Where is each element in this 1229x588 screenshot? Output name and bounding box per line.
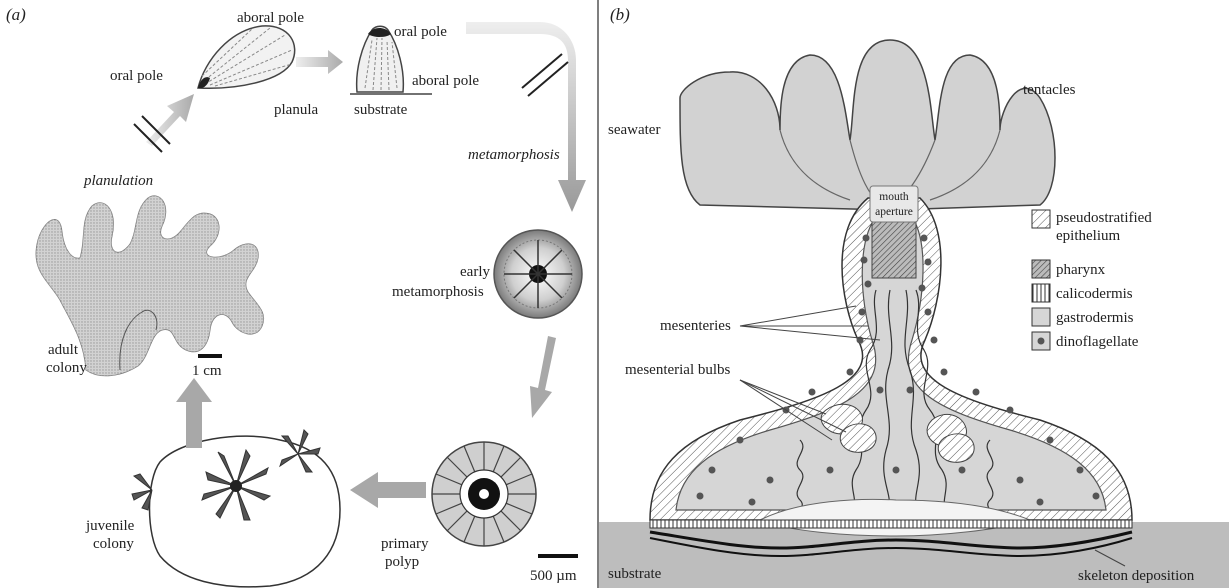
scale-um-label: 500 µm [530, 568, 577, 584]
legend-label-pharynx: pharynx [1056, 262, 1106, 278]
mouth-label: mouth [879, 191, 909, 203]
aboral-pole-label-2: aboral pole [412, 73, 479, 89]
legend-label-gastrodermis: gastrodermis [1056, 310, 1134, 326]
legend-label-dinoflagellate: dinoflagellate [1056, 334, 1139, 350]
primary-label-2: polyp [385, 554, 419, 570]
legend-label-epithelium: pseudostratified [1056, 210, 1152, 226]
panel-a: (a) oral pole aboral pole planula oral p… [6, 5, 586, 587]
planula-horizontal [198, 26, 295, 88]
early-metamorphosis-disc [494, 230, 582, 318]
mouth-label-2: aperture [875, 206, 913, 218]
legend-label-calicodermis: calicodermis [1056, 286, 1133, 302]
panel-b: (b) mouth aperture [599, 5, 1229, 588]
legend-swatch-pharynx [1032, 260, 1050, 278]
oral-pole-label-1: oral pole [110, 68, 163, 84]
arrow-planula-settle [296, 50, 343, 74]
planulation-label: planulation [83, 173, 153, 189]
metamorphosis-label: metamorphosis [468, 147, 560, 163]
arrow-to-adult [176, 378, 212, 448]
early-label: early [460, 264, 490, 280]
primary-label: primary [381, 536, 429, 552]
early-label-2: metamorphosis [392, 284, 484, 300]
adult-label: adult [48, 342, 79, 358]
legend-swatch-calicodermis [1032, 284, 1050, 302]
tentacles-label: tentacles [1023, 82, 1076, 98]
oral-pole-label-2: oral pole [394, 24, 447, 40]
arrow-to-primary-polyp [530, 336, 556, 418]
pharynx [872, 222, 916, 278]
arrow-to-juvenile [350, 472, 426, 508]
panel-a-label: (a) [6, 5, 26, 24]
skeleton-label: skeleton deposition [1078, 568, 1195, 584]
legend-label-epithelium-2: epithelium [1056, 228, 1120, 244]
seawater-label: seawater [608, 122, 660, 138]
legend: pseudostratified epithelium pharynx cali… [1032, 210, 1152, 350]
mesenteries-label: mesenteries [660, 318, 731, 334]
planula-label: planula [274, 102, 318, 118]
legend-swatch-gastrodermis [1032, 308, 1050, 326]
arrow-planulation [146, 94, 194, 146]
calicodermis-layer [650, 520, 1132, 528]
mesenterial-bulbs-label: mesenterial bulbs [625, 362, 731, 378]
panel-b-label: (b) [610, 5, 630, 24]
legend-swatch-epithelium [1032, 210, 1050, 228]
substrate-label-a: substrate [354, 102, 408, 118]
juvenile-label-2: colony [93, 536, 134, 552]
substrate-label-b: substrate [608, 566, 662, 582]
adult-label-2: colony [46, 360, 87, 376]
tentacles [680, 40, 1055, 210]
juvenile-colony [132, 430, 340, 587]
scale-cm-label: 1 cm [192, 363, 222, 379]
juvenile-label: juvenile [85, 518, 135, 534]
arrow-to-metamorphosis [466, 22, 586, 212]
aboral-pole-label-1: aboral pole [237, 10, 304, 26]
primary-polyp [432, 442, 536, 546]
